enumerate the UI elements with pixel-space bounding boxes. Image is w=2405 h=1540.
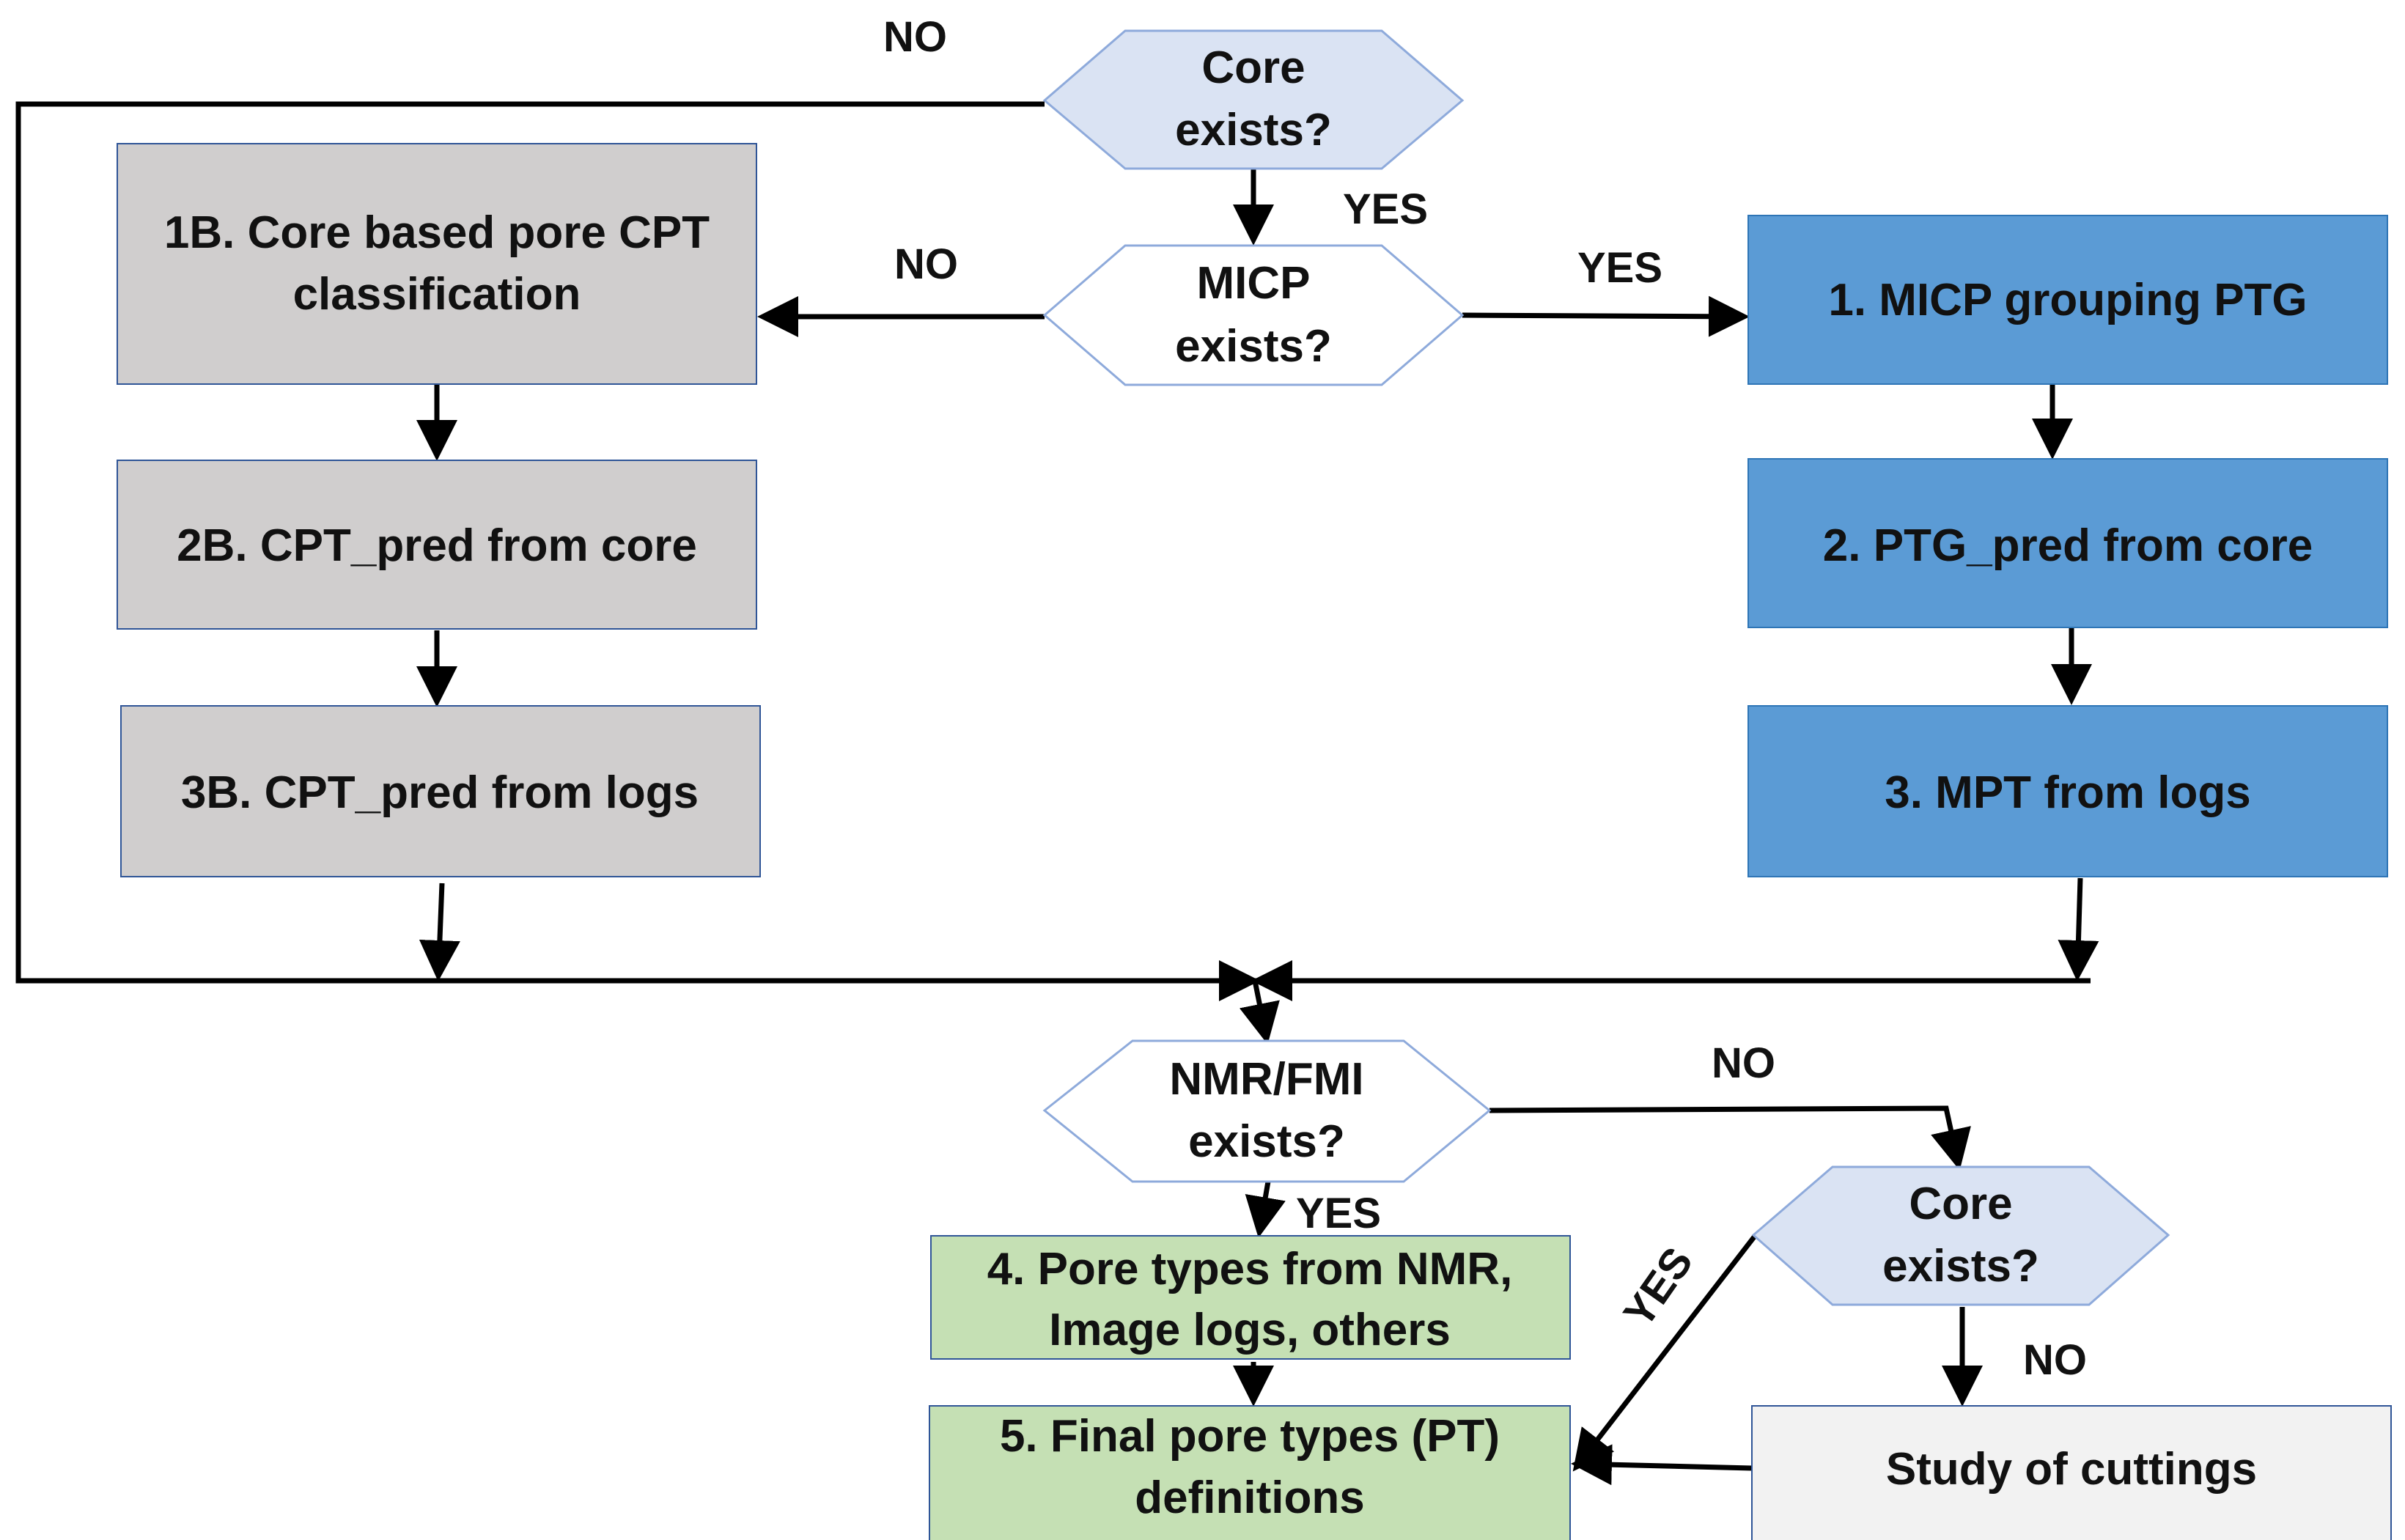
box-2-line1: 2. PTG_pred from core — [1823, 520, 2313, 571]
box-4-pore-types-nmr: 4. Pore types from NMR, Image logs, othe… — [930, 1235, 1571, 1360]
box-3b-cpt-pred-logs: 3B. CPT_pred from logs — [120, 705, 761, 877]
decision-nmr-fmi-exists-line2: exists? — [1188, 1116, 1345, 1167]
label-no-nmr: NO — [1712, 1039, 1775, 1087]
decision-micp-exists-line2: exists? — [1175, 321, 1332, 372]
label-yes-micp-right: YES — [1577, 244, 1662, 292]
decision-micp-exists: MICP exists? — [1042, 244, 1465, 386]
decision-nmr-fmi-exists-line1: NMR/FMI — [1169, 1054, 1363, 1105]
box-3b-line1: 3B. CPT_pred from logs — [181, 767, 699, 818]
box-4-line1: 4. Pore types from NMR, — [987, 1244, 1513, 1294]
arrow-3-to-merge — [2058, 877, 2099, 981]
box-4-line2: Image logs, others — [1049, 1305, 1451, 1355]
decision-nmr-fmi-exists: NMR/FMI exists? — [1042, 1039, 1492, 1183]
box-1b-core-based-cpt: 1B. Core based pore CPT classification — [117, 143, 757, 385]
box-cuttings-line1: Study of cuttings — [1886, 1444, 2257, 1495]
label-yes-core-to-micp: YES — [1343, 185, 1428, 233]
box-1-micp-grouping: 1. MICP grouping PTG — [1747, 215, 2388, 385]
box-3-mpt-from-logs: 3. MPT from logs — [1747, 705, 2388, 877]
arrow-nmr-to-4 — [1245, 1181, 1286, 1238]
label-no-core-bottom: NO — [2023, 1336, 2087, 1384]
box-2-ptg-pred-core: 2. PTG_pred from core — [1747, 458, 2388, 628]
box-2b-cpt-pred-core: 2B. CPT_pred from core — [117, 460, 757, 630]
arrow-nmr-to-core-bottom — [1489, 1105, 1971, 1171]
box-5-line1: 5. Final pore types (PT) — [1000, 1411, 1500, 1462]
label-no-micp-left: NO — [894, 240, 958, 288]
decision-core-exists-bottom-line2: exists? — [1882, 1241, 2039, 1292]
label-no-top: NO — [883, 13, 947, 61]
decision-core-exists-top: Core exists? — [1042, 29, 1465, 170]
arrow-cuttings-to-5 — [1571, 1444, 1753, 1486]
box-3-line1: 3. MPT from logs — [1885, 767, 2250, 818]
decision-micp-exists-line1: MICP — [1197, 258, 1311, 309]
arrow-3b-to-merge — [419, 883, 460, 981]
box-1-line1: 1. MICP grouping PTG — [1828, 275, 2307, 325]
box-study-of-cuttings: Study of cuttings — [1751, 1405, 2392, 1540]
arrow-core-bottom-to-5 — [1572, 1233, 1758, 1472]
box-5-final-pore-types: 5. Final pore types (PT) definitions — [929, 1405, 1571, 1540]
arrow-merge-to-nmr — [1239, 980, 1280, 1045]
decision-core-exists-top-line1: Core — [1201, 43, 1305, 93]
decision-core-exists-bottom-line1: Core — [1909, 1179, 2012, 1229]
arrow-micp-to-1 — [1462, 295, 1750, 337]
connector-core-no-loop — [15, 101, 2091, 984]
box-1b-line1: 1B. Core based pore CPT — [164, 207, 710, 258]
box-2b-line1: 2B. CPT_pred from core — [177, 520, 697, 571]
decision-core-exists-bottom: Core exists? — [1751, 1165, 2170, 1306]
label-yes-nmr: YES — [1296, 1190, 1381, 1237]
box-5-line2: definitions — [1135, 1473, 1364, 1523]
box-1b-line2: classification — [293, 269, 581, 320]
decision-core-exists-top-line2: exists? — [1175, 105, 1332, 155]
